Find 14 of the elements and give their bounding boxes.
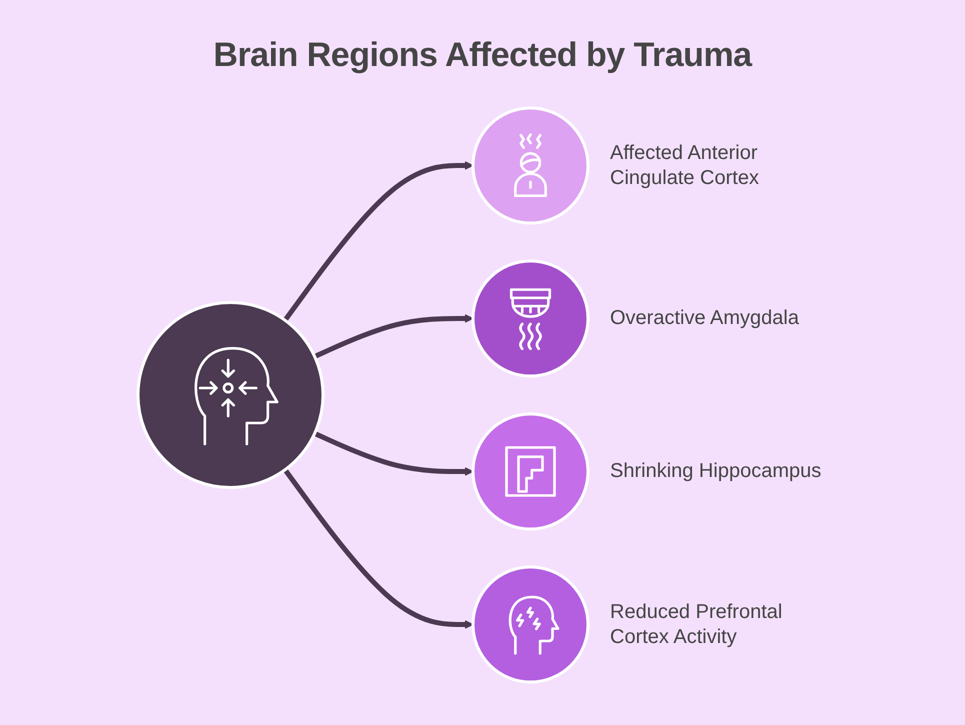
region-caption: Reduced Prefrontal Cortex Activity xyxy=(610,600,784,650)
arrow xyxy=(283,161,474,322)
arrow xyxy=(283,468,474,629)
region-circle xyxy=(472,412,590,530)
arrow xyxy=(314,314,474,359)
region-circle xyxy=(472,106,590,224)
region-circle xyxy=(472,566,590,684)
center-circle xyxy=(136,301,324,489)
region-circle xyxy=(472,260,590,378)
region-caption: Shrinking Hippocampus xyxy=(610,459,822,484)
region-caption: Affected Anterior Cingulate Cortex xyxy=(610,140,760,190)
region-caption: Overactive Amygdala xyxy=(610,306,799,331)
diagram-title: Brain Regions Affected by Trauma xyxy=(213,36,752,76)
arrow xyxy=(314,431,474,476)
